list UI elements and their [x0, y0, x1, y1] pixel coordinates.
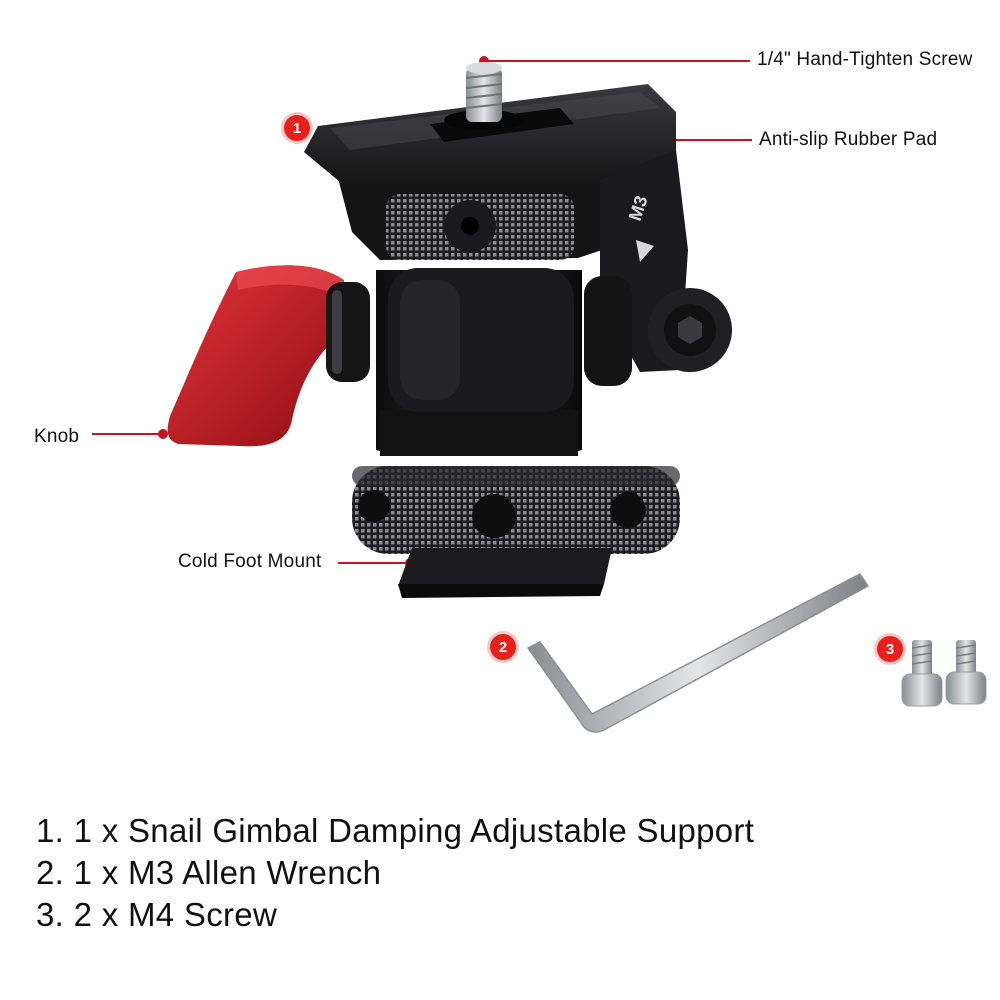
item-3-badge: 3 [877, 636, 903, 662]
left-spindle [326, 282, 370, 382]
item-2-badge: 2 [490, 634, 516, 660]
knob-leader-dot [158, 429, 168, 439]
cold-foot-callout-label: Cold Foot Mount [178, 551, 322, 572]
m4-screw-left [901, 640, 943, 707]
knob-callout-label: Knob [34, 426, 80, 447]
arrow-marking [636, 240, 654, 262]
knob-lever [167, 265, 344, 447]
right-side-arm: M3 [584, 150, 732, 386]
contents-item: 1. 1 x Snail Gimbal Damping Adjustable S… [36, 812, 755, 849]
allen-wrench [526, 573, 870, 733]
hand-tighten-screw [465, 62, 503, 122]
package-contents-list: 1. 1 x Snail Gimbal Damping Adjustable S… [36, 810, 754, 936]
m4-screw-right [945, 640, 987, 705]
contents-item: 2. 1 x M3 Allen Wrench [36, 854, 382, 891]
contents-item: 3. 2 x M4 Screw [36, 896, 278, 933]
locking-ring [352, 466, 680, 554]
m4-screws [901, 640, 987, 707]
item-1-badge: 1 [284, 115, 310, 141]
cold-foot [398, 548, 612, 598]
pad-callout-label: Anti-slip Rubber Pad [759, 129, 938, 150]
mount-body [376, 268, 582, 456]
screw-callout-label: 1/4" Hand-Tighten Screw [757, 49, 973, 70]
